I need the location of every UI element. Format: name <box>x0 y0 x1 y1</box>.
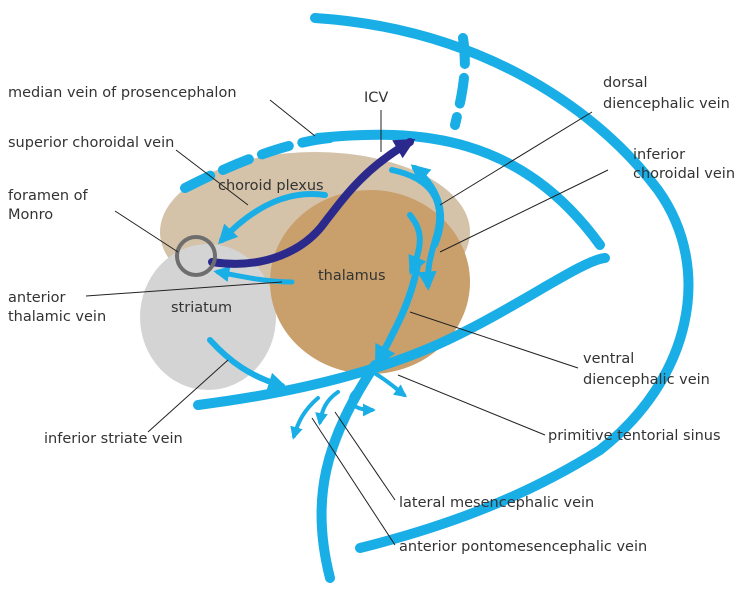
inferior-choroidal-label-line2: choroidal vein <box>633 166 735 182</box>
median-vein-label: median vein of prosencephalon <box>8 85 237 101</box>
ventral-label-line1: ventral <box>583 351 634 367</box>
foramen-label-line1: foramen of <box>8 188 89 204</box>
dorsal-label-line1: dorsal <box>603 75 648 91</box>
anterior-thalamic-label-line2: thalamic vein <box>8 309 106 325</box>
choroid-plexus-label: choroid plexus <box>218 178 324 194</box>
lateral-mes-label: lateral mesencephalic vein <box>399 495 594 511</box>
striatum-label: striatum <box>171 300 232 316</box>
mesencephalic-return-arrow <box>376 374 404 395</box>
inferior-choroidal-label-line1: inferior <box>633 147 685 163</box>
leader-dorsal <box>440 112 592 205</box>
superior-choroidal-label: superior choroidal vein <box>8 135 174 151</box>
dorsal-label-line2: diencephalic vein <box>603 96 730 112</box>
lateral-mesencephalic-arrow-1 <box>294 398 318 436</box>
thalamus-label: thalamus <box>318 268 386 284</box>
leader-median-vein <box>270 100 315 136</box>
leader-inferior-choroidal <box>440 170 608 252</box>
icv-label: ICV <box>364 90 388 106</box>
leader-tentorial <box>398 375 545 435</box>
leader-lateral-mes <box>335 412 395 500</box>
anterior-ponto-label: anterior pontomesencephalic vein <box>399 539 647 555</box>
ventral-label-line2: diencephalic vein <box>583 372 710 388</box>
anterior-thalamic-label-line1: anterior <box>8 290 66 306</box>
inferior-striate-label: inferior striate vein <box>44 431 183 447</box>
lateral-mesencephalic-arrow-2 <box>320 392 338 422</box>
foramen-label-line2: Monro <box>8 207 53 223</box>
tentorial-label: primitive tentorial sinus <box>548 428 721 444</box>
